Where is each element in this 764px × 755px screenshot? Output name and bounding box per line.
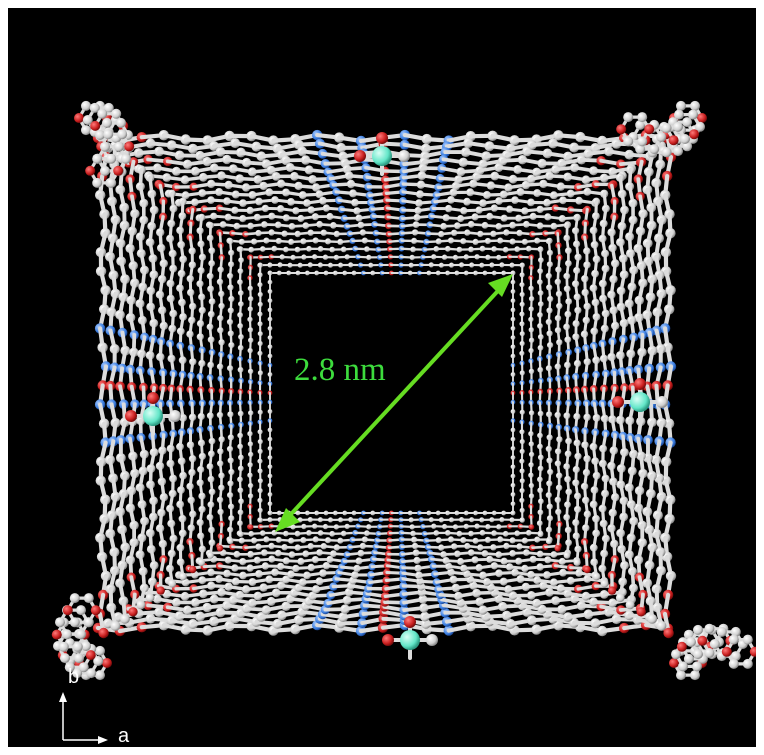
- double-headed-arrow-icon: [275, 274, 513, 532]
- metal-nodes: [125, 132, 668, 660]
- axis-triad-icon: [59, 692, 108, 744]
- framework-render: [51, 100, 756, 744]
- axis-a-label: a: [118, 725, 130, 747]
- molecular-render-frame: 2.8 nm b a: [8, 8, 756, 747]
- axis-b-label: b: [68, 666, 80, 688]
- pore-dimension-label: 2.8 nm: [294, 352, 386, 388]
- corner-arms: [51, 100, 756, 681]
